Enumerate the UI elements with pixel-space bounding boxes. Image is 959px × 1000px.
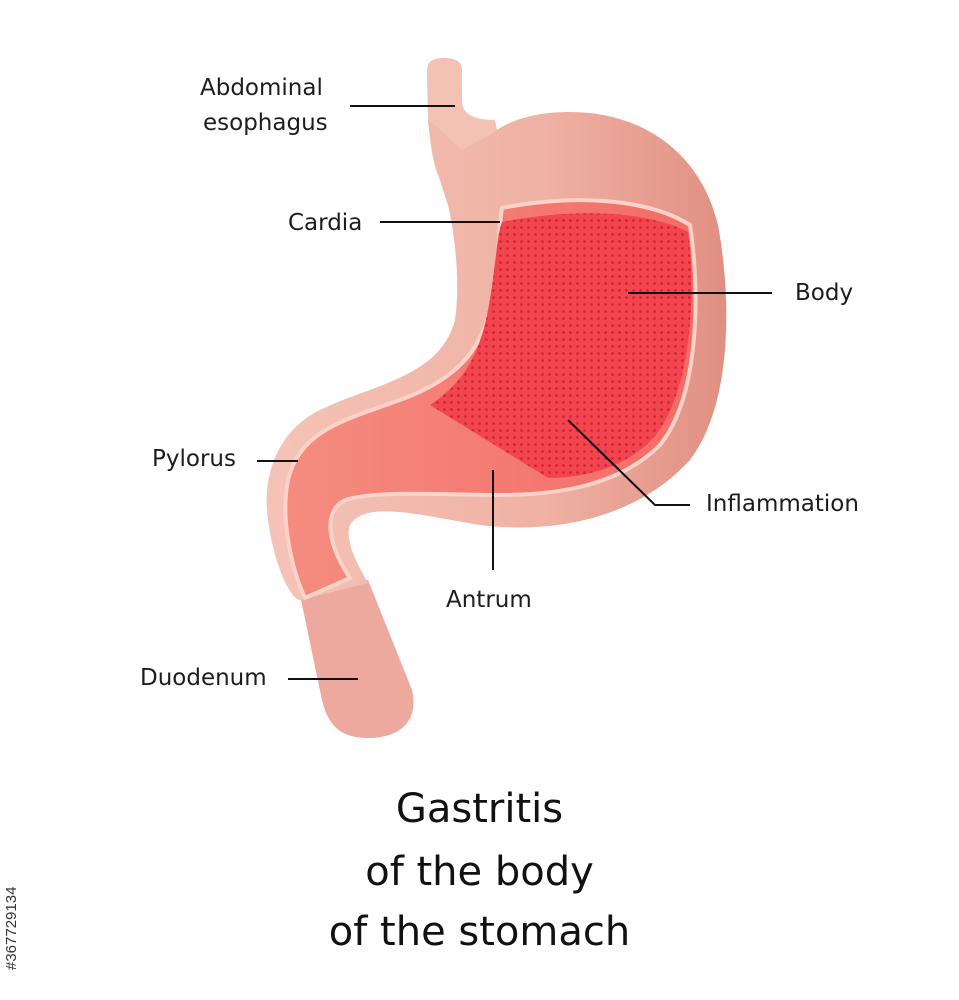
- duodenum-shape: [300, 580, 414, 738]
- leader-lines: [257, 105, 772, 680]
- label-duodenum: Duodenum: [140, 665, 267, 691]
- title-line-1: Gastritis: [395, 786, 564, 832]
- label-body: Body: [795, 280, 854, 306]
- inflammation-region: [430, 213, 692, 479]
- label-antrum: Antrum: [446, 587, 532, 613]
- title-line-3: of the stomach: [328, 909, 631, 955]
- leader-inflammation: [567, 419, 690, 506]
- label-inflammation: Inflammation: [706, 491, 859, 517]
- label-pylorus: Pylorus: [152, 446, 236, 472]
- stock-image-id: #367729134: [3, 886, 20, 970]
- title-line-2: of the body: [365, 849, 594, 895]
- label-cardia: Cardia: [288, 210, 363, 236]
- label-esophagus: esophagus: [203, 110, 328, 136]
- label-abdominal: Abdominal: [200, 75, 323, 101]
